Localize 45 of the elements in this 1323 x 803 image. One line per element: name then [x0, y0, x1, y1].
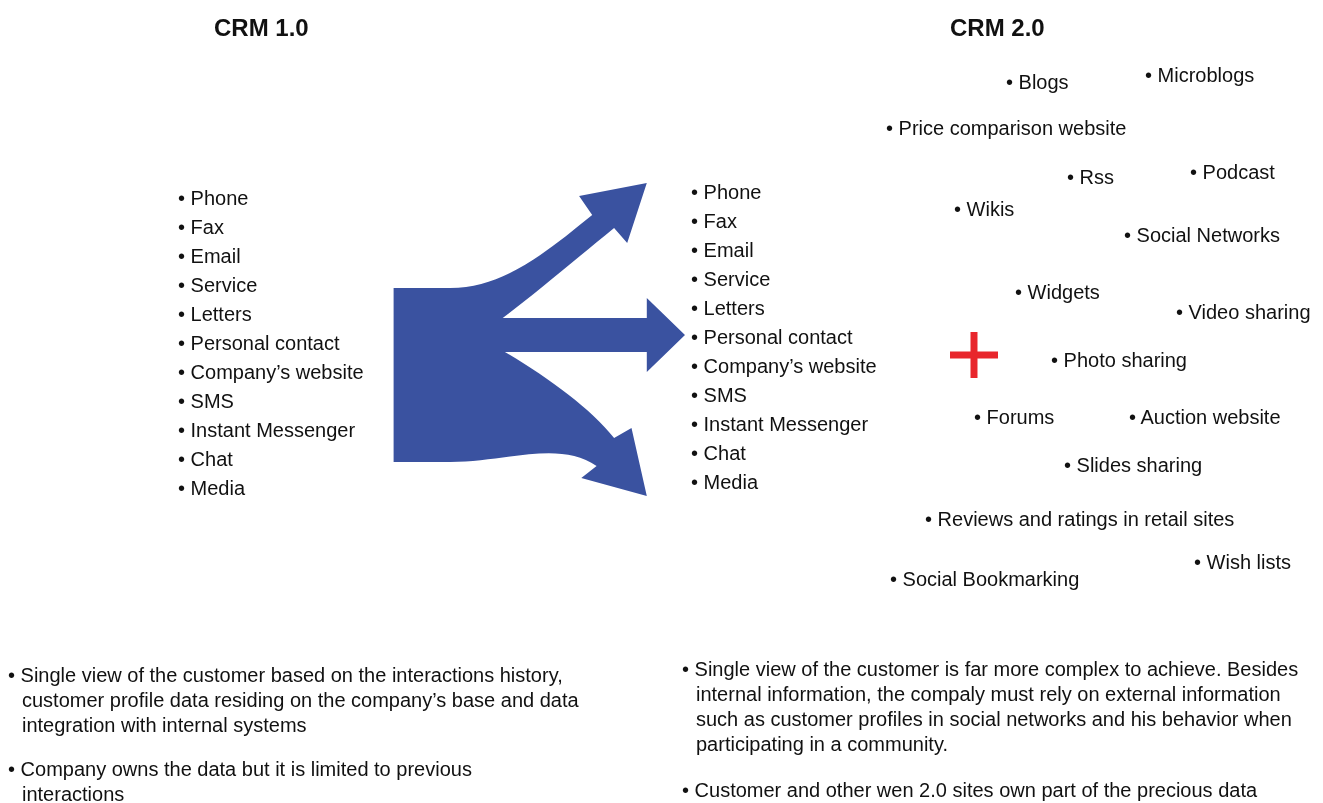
list-item: • Phone	[691, 180, 763, 205]
list-item: • Rss	[1067, 166, 1114, 189]
list-item: • Phone	[178, 186, 250, 211]
list-item: • Podcast	[1190, 161, 1275, 184]
list-item: • Chat	[691, 441, 747, 466]
branching-arrow	[393, 183, 685, 496]
list-item: • Forums	[974, 406, 1055, 429]
list-item: • Company’s website	[178, 360, 364, 385]
list-item: • Letters	[691, 296, 766, 321]
list-item: • SMS	[178, 389, 235, 414]
list-item: • Personal contact	[178, 331, 341, 356]
heading: CRM 2.0	[950, 14, 1045, 42]
list-item: • Email	[691, 238, 755, 263]
list-item: • Media	[178, 476, 247, 501]
list-item: • Fax	[691, 209, 738, 234]
list-item: • Photo sharing	[1051, 349, 1187, 372]
list-item: • Email	[178, 244, 242, 269]
list-item: • Price comparison website	[886, 117, 1127, 140]
list-item: • Wikis	[954, 198, 1015, 221]
list-item: • Social Networks	[1124, 224, 1280, 247]
list-item: • Instant Messenger	[178, 418, 357, 443]
bullet-paragraph: • Customer and other wen 2.0 sites own part of the precious data	[682, 779, 1259, 801]
list-item: • Widgets	[1015, 281, 1100, 304]
list-item: • Media	[691, 470, 760, 495]
list-item: • Personal contact	[691, 325, 854, 350]
bullet-paragraph: • Single view of the customer based on the interactions history, customer profile data residing on the company’s base and data integration with internal systems	[8, 663, 580, 738]
list-item: • Fax	[178, 215, 225, 240]
list-item: • Blogs	[1006, 71, 1069, 94]
bullet-paragraph: • Company owns the data but it is limited to previous interactions	[8, 757, 473, 803]
list-item: • Auction website	[1129, 406, 1281, 429]
list-item: • Service	[691, 267, 772, 292]
list-item: • Service	[178, 273, 259, 298]
bullet-paragraph: • Single view of the customer is far more complex to achieve. Besides internal information, the compaly must rely on external information such as customer profiles in social networks and his behavior when participating in a community.	[682, 657, 1300, 757]
list-item: • Company’s website	[691, 354, 877, 379]
list-item: • Chat	[178, 447, 234, 472]
list-item: • Social Bookmarking	[890, 568, 1080, 591]
list-item: • Instant Messenger	[691, 412, 870, 437]
list-item: • Wish lists	[1194, 551, 1291, 574]
list-item: • SMS	[691, 383, 748, 408]
list-item: • Microblogs	[1145, 64, 1255, 87]
list-item: • Reviews and ratings in retail sites	[925, 508, 1235, 531]
heading: CRM 1.0	[214, 14, 309, 42]
list-item: • Video sharing	[1176, 301, 1311, 324]
list-item: • Letters	[178, 302, 253, 327]
list-item: • Slides sharing	[1064, 454, 1203, 477]
